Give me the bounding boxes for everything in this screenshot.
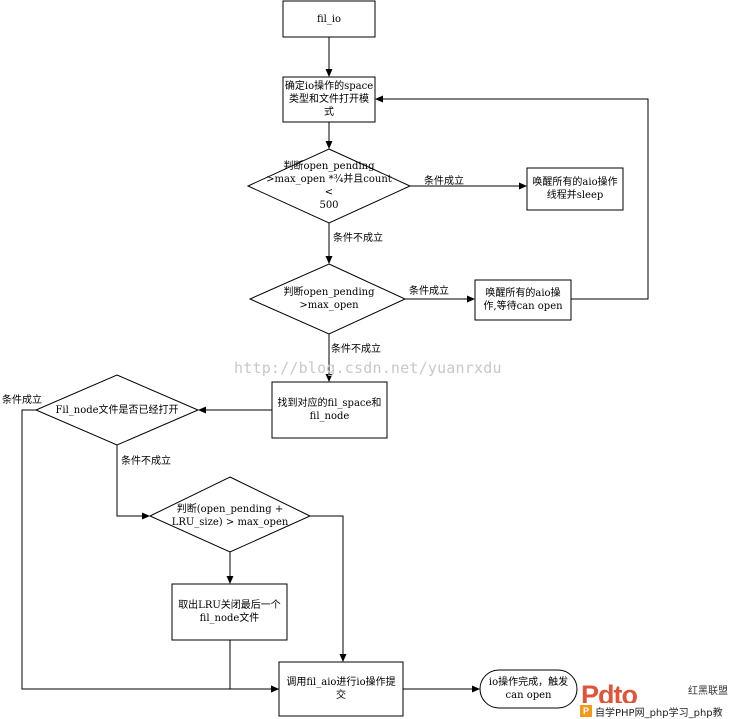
edge-label-false-3: 条件不成立 [121,456,171,467]
determine-space-label: 确定io操作的space 类型和文件打开模 式 [284,81,374,118]
edge-check-open-true [21,409,279,693]
edge-check-lru-false [310,515,347,662]
check-node-open-label: Fil_node文件是否已经打开 [55,404,179,416]
edge-label-false-1: 条件不成立 [333,233,383,244]
check-pending-count-label: 判断open_pending >max_open *¾并且count < 500 [266,161,392,211]
finish-label: io操作完成，触发 can open [488,677,569,701]
edge-check-open-false [116,445,150,520]
logo-badge-icon: P [580,705,592,717]
wake-all-wait-label: 唤醒所有的aio操 作,等待can open [483,288,563,312]
wake-all-wait-box [474,279,572,321]
site-logo: Pdto 红黑联盟 P 自学PHP网_php学习_php教 [578,680,743,719]
watermark-text: http://blog.csdn.net/yuanrxdu [234,359,502,377]
find-space-node-label: 找到对应的fil_space和 fil_node [277,398,382,422]
wake-all-sleep-box [526,167,624,211]
submit-aio-label: 调用fil_aio进行io操作提 交 [286,677,396,701]
edge-label-false-2: 条件不成立 [331,344,381,355]
edge-wake-wait-loop [375,95,649,300]
logo-bar: P 自学PHP网_php学习_php教 [578,703,743,719]
edge-close-submit [229,640,279,693]
edge-label-true-3: 条件成立 [2,395,42,406]
wake-all-sleep-label: 唤醒所有的aio操作 线程并sleep [532,177,618,201]
edge-label-true-1: 条件成立 [424,176,464,187]
logo-cn-text: 红黑联盟 [688,686,728,697]
check-pending-max-label: 判断open_pending >max_open [283,287,375,311]
start-label: fil_io [316,13,342,25]
check-lru-label: 判断(open_pending + LRU_size) > max_open [171,504,289,528]
logo-sub-text: 自学PHP网_php学习_php教 [595,708,723,719]
finish-box [479,669,578,709]
edge-label-true-2: 条件成立 [409,286,449,297]
close-lru-label: 取出LRU关闭最后一个 fil_node文件 [178,600,281,624]
